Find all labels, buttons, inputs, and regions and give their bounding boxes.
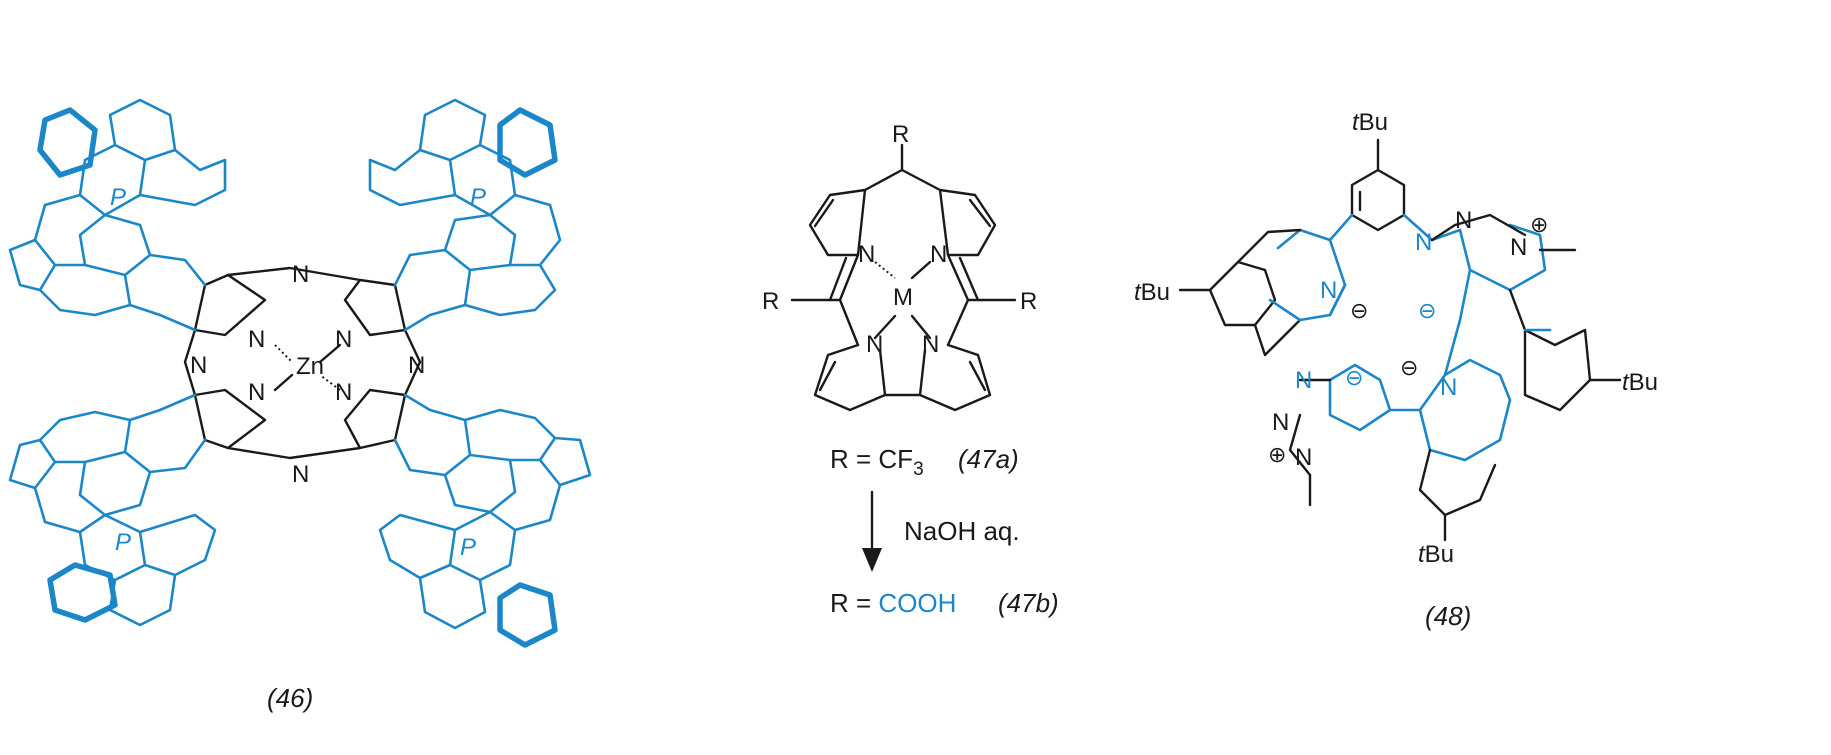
r-group: R xyxy=(892,121,909,148)
equation-47b: R = COOH xyxy=(830,588,956,618)
helicene-upper-right xyxy=(368,98,562,332)
n-atom: N xyxy=(1272,409,1289,436)
tbu-group: tBu xyxy=(1352,109,1388,136)
n-atom: N xyxy=(248,379,265,406)
n-atom: N xyxy=(408,352,425,379)
compound-47b-label: (47b) xyxy=(998,588,1059,618)
compound-48-label: (48) xyxy=(1425,601,1471,631)
negative-charge: ⊖ xyxy=(1418,298,1436,323)
compound-48 xyxy=(1178,138,1622,542)
helicene-lower-left xyxy=(8,393,217,627)
n-atom: N xyxy=(930,241,947,268)
n-atom: N xyxy=(858,241,875,268)
n-atom: N xyxy=(1320,277,1337,304)
positive-charge: ⊕ xyxy=(1268,442,1286,467)
n-atom: N xyxy=(1455,207,1472,234)
zn-atom: Zn xyxy=(296,353,324,380)
negative-charge: ⊖ xyxy=(1400,355,1418,380)
arrow-head xyxy=(862,548,882,572)
negative-charge: ⊖ xyxy=(1350,298,1368,323)
r-group: R xyxy=(762,288,779,315)
helicene-upper-left xyxy=(8,98,227,332)
n-atom: N xyxy=(335,379,352,406)
compound-47: M N N N N R R R R = CF3 (47a) NaOH aq. R… xyxy=(762,121,1059,618)
reagent-label: NaOH aq. xyxy=(904,516,1020,546)
n-atom: N xyxy=(1295,444,1312,471)
n-atom: N xyxy=(1295,367,1312,394)
equation-47a: R = CF3 xyxy=(830,444,924,480)
n-atom: N xyxy=(248,326,265,353)
helicity-label: P xyxy=(470,184,486,211)
n-atom: N xyxy=(335,326,352,353)
positive-charge: ⊕ xyxy=(1530,212,1548,237)
porphyrin-core xyxy=(790,143,1017,412)
pc-core xyxy=(183,266,422,460)
helicene-lower-right xyxy=(378,393,592,648)
helicity-label: P xyxy=(110,184,126,211)
n-atom: N xyxy=(922,331,939,358)
helicity-label: P xyxy=(460,534,476,561)
tbu-group: tBu xyxy=(1418,541,1454,568)
negative-charge: ⊖ xyxy=(1345,365,1363,390)
metal-atom: M xyxy=(893,284,913,311)
compound-46-label: (46) xyxy=(267,683,313,713)
n-atom: N xyxy=(1510,234,1527,261)
compound-46: Zn N N N N N N N N xyxy=(8,98,592,713)
n-atom: N xyxy=(1440,374,1457,401)
n-atom: N xyxy=(1415,229,1432,256)
n-atom: N xyxy=(292,261,309,288)
n-atom: N xyxy=(190,352,207,379)
helicity-label: P xyxy=(115,529,131,556)
n-atom: N xyxy=(866,331,883,358)
n-atom: N xyxy=(292,461,309,488)
compound-47a-label: (47a) xyxy=(958,444,1019,474)
r-group: R xyxy=(1020,288,1037,315)
tbu-group: tBu xyxy=(1622,369,1658,396)
tbu-group: tBu xyxy=(1134,279,1170,306)
